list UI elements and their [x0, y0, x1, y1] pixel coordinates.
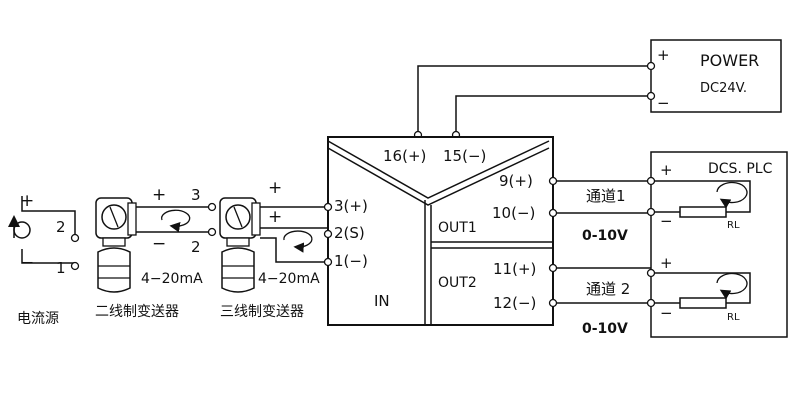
resistor-rl-2 [679, 297, 727, 309]
dcs-ch2-minus: − [660, 304, 673, 322]
two-wire-current-arrow-icon [161, 209, 191, 233]
output-wires-ch1 [553, 180, 751, 214]
resistor-rl-1 [679, 206, 727, 218]
thw-plus-marker-2: + [268, 207, 282, 227]
range-2-label: 0-10V [582, 321, 628, 337]
two-wire-transmitter: + 3 − 2 4−20mA 二线制变送器 [95, 185, 217, 320]
cs-terminal-1: 1 [56, 259, 66, 277]
terminal-2-label: 2(S) [334, 224, 365, 242]
tw-terminal-3: 3 [191, 186, 201, 204]
terminal-3-label: 3(+) [334, 197, 368, 215]
power-plus-marker: + [657, 46, 670, 64]
power-wires [417, 65, 651, 135]
thw-plus-marker-1: + [268, 178, 282, 198]
channel-2-label: 通道 2 [586, 280, 630, 298]
power-wire-terminals [413, 61, 656, 140]
ch1-current-arrow-icon [716, 181, 748, 209]
two-wire-signal: 4−20mA [141, 271, 203, 287]
three-wire-label: 三线制变送器 [220, 304, 304, 320]
current-source: + − 2 1 电流源 [7, 191, 80, 327]
cs-plus-marker: + [20, 191, 34, 211]
ch2-current-arrow-icon [716, 272, 748, 300]
tw-minus-marker: − [152, 234, 166, 254]
terminal-9-label: 9(+) [499, 172, 533, 190]
terminal-10-label: 10(−) [492, 204, 535, 222]
out2-label: OUT2 [438, 275, 477, 291]
dcs-title: DCS. PLC [708, 161, 773, 177]
resistor-rl-1-label: RL [727, 220, 740, 231]
dcs-plc-box: DCS. PLC + − + − [650, 151, 788, 338]
dcs-ch2-plus: + [660, 254, 673, 272]
terminal-16-label: 16(+) [383, 147, 426, 165]
terminal-15-label: 15(−) [443, 147, 486, 165]
power-minus-marker: − [657, 94, 670, 112]
terminal-12-label: 12(−) [493, 294, 536, 312]
in-label: IN [374, 292, 390, 310]
channel-1-label: 通道1 [586, 187, 626, 205]
current-source-icon [13, 221, 31, 239]
cs-terminal-2: 2 [56, 218, 66, 236]
three-wire-transmitter: + + 4−20mA 三线制变送器 [219, 178, 333, 320]
terminal-1-label: 1(−) [334, 252, 368, 270]
isolator-module: 16(+) 15(−) 3(+) 2(S) 1(−) IN 9(+) 10(−)… [327, 136, 554, 326]
terminal-11-label: 11(+) [493, 260, 536, 278]
two-wire-label: 二线制变送器 [95, 304, 179, 320]
dcs-ch1-minus: − [660, 212, 673, 230]
current-source-label: 电流源 [17, 311, 59, 327]
output-wires-ch2 [553, 267, 751, 304]
dcs-ch1-plus: + [660, 161, 673, 179]
resistor-rl-2-label: RL [727, 312, 740, 323]
three-wire-signal: 4−20mA [258, 271, 320, 287]
three-wire-current-arrow-icon [283, 230, 313, 253]
cs-minus-marker: − [20, 253, 34, 273]
power-title: POWER [700, 51, 759, 70]
power-supply-box: POWER DC24V. + − [650, 39, 782, 113]
output-terminals [548, 176, 656, 308]
range-1-label: 0-10V [582, 228, 628, 244]
tw-terminal-2: 2 [191, 238, 201, 256]
tw-plus-marker: + [152, 185, 166, 205]
power-voltage: DC24V. [700, 81, 747, 96]
out1-label: OUT1 [438, 220, 477, 236]
